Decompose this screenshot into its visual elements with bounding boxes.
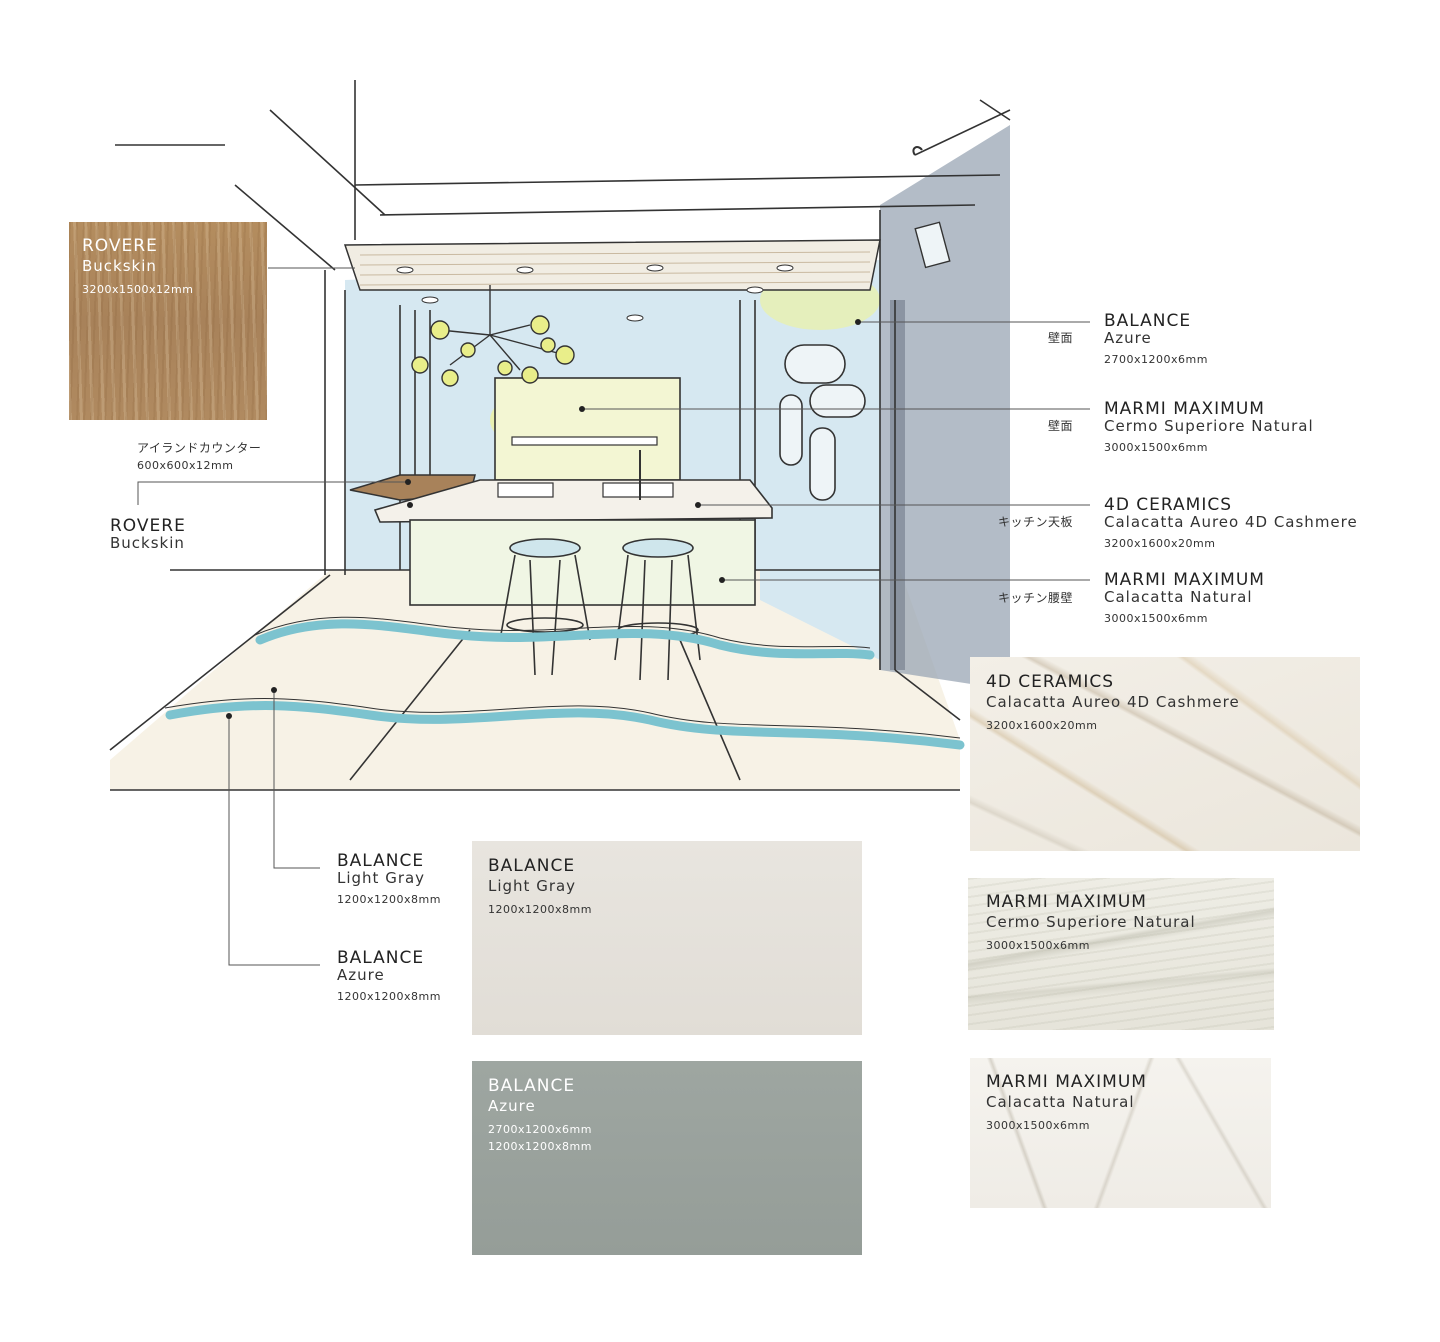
callout-brand: 4D CERAMICS — [1104, 495, 1233, 515]
swatch-brand: MARMI MAXIMUM — [986, 1072, 1147, 1092]
swatch-name: Calacatta Natural — [986, 1093, 1135, 1111]
callout-name: Azure — [1104, 329, 1152, 347]
structure-lines — [109, 80, 1011, 791]
callout-kitchen-waist: MARMI MAXIMUM Calacatta Natural 3000x150… — [1104, 570, 1265, 625]
callout-kitchen-waist-jp: キッチン腰壁 — [998, 591, 1074, 605]
ceiling-slats — [359, 251, 871, 286]
right-window — [914, 221, 951, 269]
swatch-balance-light-gray: BALANCE Light Gray 1200x1200x8mm — [472, 841, 862, 1035]
swatch-brand: 4D CERAMICS — [986, 672, 1115, 692]
swatch-name: Light Gray — [488, 877, 577, 895]
swatch-brand: BALANCE — [488, 856, 576, 876]
swatch-name: Azure — [488, 1097, 536, 1115]
callout-name: Calacatta Aureo 4D Cashmere — [1104, 513, 1358, 531]
swatch-calacatta-aureo: 4D CERAMICS Calacatta Aureo 4D Cashmere … — [970, 657, 1360, 851]
callout-size: 1200x1200x8mm — [337, 990, 441, 1003]
downlights — [396, 264, 794, 322]
callout-size: 3000x1500x6mm — [1104, 612, 1208, 625]
chandelier — [411, 285, 575, 387]
callout-island: アイランドカウンター 600x600x12mm — [137, 442, 261, 471]
callout-brand: ROVERE — [110, 516, 186, 536]
callout-kitchen-top: 4D CERAMICS Calacatta Aureo 4D Cashmere … — [1104, 495, 1358, 550]
right-wall-shadow — [890, 300, 905, 670]
back-window — [494, 377, 681, 481]
swatch-size: 3000x1500x6mm — [986, 1119, 1090, 1132]
callout-name: Buckskin — [110, 534, 185, 552]
callout-jp: アイランドカウンター — [137, 441, 262, 455]
sink — [497, 482, 554, 498]
callout-brand: BALANCE — [337, 948, 425, 968]
callout-size: 2700x1200x6mm — [1104, 353, 1208, 366]
swatch-brand: BALANCE — [488, 1076, 576, 1096]
bar-stools — [499, 538, 701, 681]
swatch-brand: MARMI MAXIMUM — [986, 892, 1147, 912]
callout-size: 3000x1500x6mm — [1104, 441, 1208, 454]
swatch-size: 3000x1500x6mm — [986, 939, 1090, 952]
kitchen-waist — [409, 519, 756, 606]
callout-floor-light-gray: BALANCE Light Gray 1200x1200x8mm — [337, 851, 441, 906]
callout-brand: MARMI MAXIMUM — [1104, 399, 1265, 419]
callout-kitchen-top-jp: キッチン天板 — [998, 515, 1074, 529]
right-wall-wash — [880, 125, 1010, 690]
callout-wall-balance: BALANCE Azure 2700x1200x6mm — [1104, 311, 1208, 366]
callout-name: Azure — [337, 966, 385, 984]
swatch-name: Calacatta Aureo 4D Cashmere — [986, 693, 1240, 711]
swatch-size: 3200x1600x20mm — [986, 719, 1098, 732]
callout-size: 3200x1600x20mm — [1104, 537, 1216, 550]
hob — [602, 482, 674, 498]
callout-brand: BALANCE — [1104, 311, 1192, 331]
swatch-size: 1200x1200x8mm — [488, 903, 592, 916]
leader-lines — [137, 267, 1090, 966]
swatch-cermo-superiore: MARMI MAXIMUM Cermo Superiore Natural 30… — [968, 878, 1274, 1030]
back-shelf — [511, 436, 658, 446]
swatch-size: 1200x1200x8mm — [488, 1140, 592, 1153]
callout-size: 600x600x12mm — [137, 459, 234, 472]
handrail — [912, 146, 923, 156]
callout-name: Light Gray — [337, 869, 426, 887]
callout-name: Cermo Superiore Natural — [1104, 417, 1314, 435]
swatch-brand: ROVERE — [82, 236, 158, 256]
leader-dots — [226, 319, 861, 719]
swatch-rovere-buckskin: ROVERE Buckskin 3200x1500x12mm — [69, 222, 267, 420]
callout-wall-balance-jp: 壁面 — [1048, 331, 1074, 345]
swatch-size: 2700x1200x6mm — [488, 1123, 592, 1136]
callout-island-material: ROVERE Buckskin — [110, 518, 186, 551]
floor-wave-outlines — [164, 616, 961, 739]
callout-name: Calacatta Natural — [1104, 588, 1253, 606]
swatch-calacatta-natural: MARMI MAXIMUM Calacatta Natural 3000x150… — [970, 1058, 1271, 1208]
swatch-size: 3200x1500x12mm — [82, 283, 194, 296]
callout-wall-marmi: MARMI MAXIMUM Cermo Superiore Natural 30… — [1104, 399, 1314, 454]
callout-brand: MARMI MAXIMUM — [1104, 570, 1265, 590]
callout-wall-marmi-jp: 壁面 — [1048, 419, 1074, 433]
swatch-name: Buckskin — [82, 257, 157, 275]
callout-brand: BALANCE — [337, 851, 425, 871]
floor-waves — [165, 619, 965, 750]
callout-size: 1200x1200x8mm — [337, 893, 441, 906]
swatch-balance-azure: BALANCE Azure 2700x1200x6mm 1200x1200x8m… — [472, 1061, 862, 1255]
swatch-name: Cermo Superiore Natural — [986, 913, 1196, 931]
callout-floor-azure: BALANCE Azure 1200x1200x8mm — [337, 948, 441, 1003]
